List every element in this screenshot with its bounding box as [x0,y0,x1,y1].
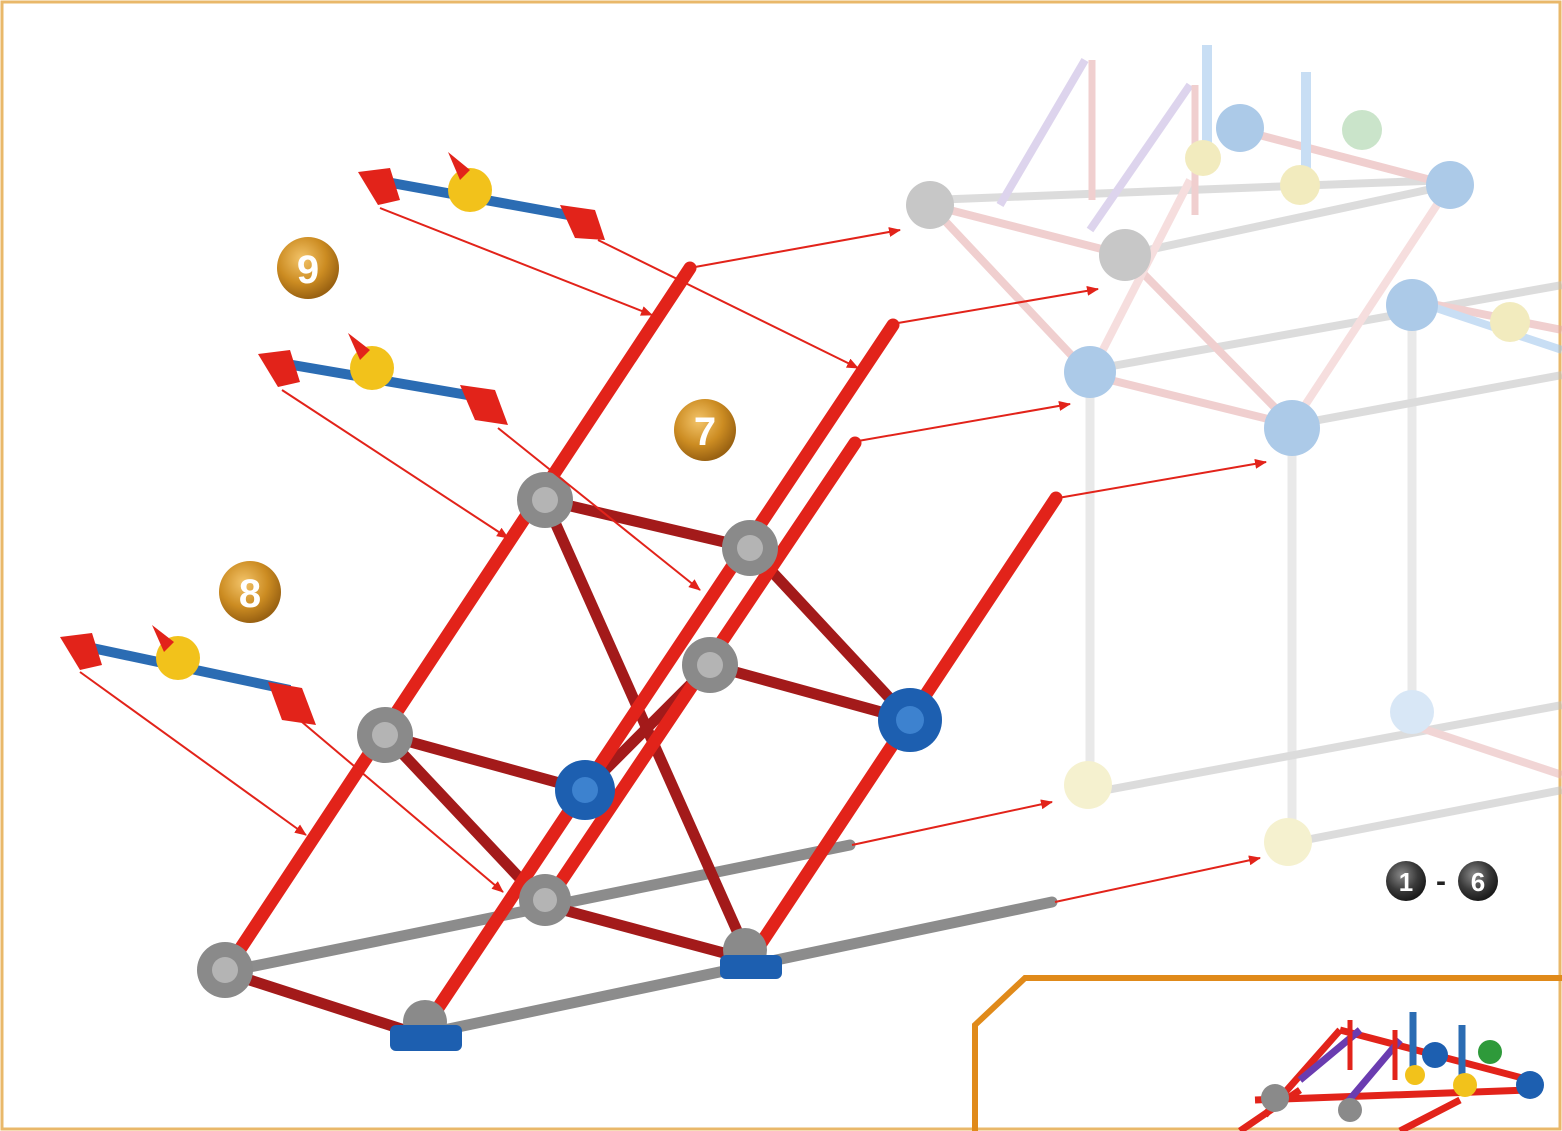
gray-step-badge-icon [1458,861,1498,901]
step-badge-8: 8 [219,561,281,623]
clip-piece-7 [258,333,508,425]
step-badge-9: 9 [277,237,339,299]
clip-piece-9 [358,152,605,240]
existing-structure [906,45,1562,866]
inset-preview [972,975,1562,1131]
gray-step-badge-icon [1386,861,1426,901]
step-number: 8 [239,572,261,616]
range-separator: - [1436,865,1446,898]
range-start: 1 [1399,867,1413,897]
step-number: 9 [297,248,319,292]
gold-step-badge-icon [219,561,281,623]
clip-piece-8 [60,625,316,725]
range-end: 6 [1471,867,1485,897]
step-range-indicator: 1 - 6 [1386,861,1498,901]
connector-hub [390,688,942,1051]
connector-hub [197,472,778,1044]
gold-step-badge-icon [674,399,736,461]
inset-model [1238,1012,1544,1131]
step-badge-7: 7 [674,399,736,461]
assembly-arrows [79,207,1267,903]
step-number: 7 [694,410,716,454]
gold-step-badge-icon [277,237,339,299]
new-wall-assembly [197,261,1063,1051]
